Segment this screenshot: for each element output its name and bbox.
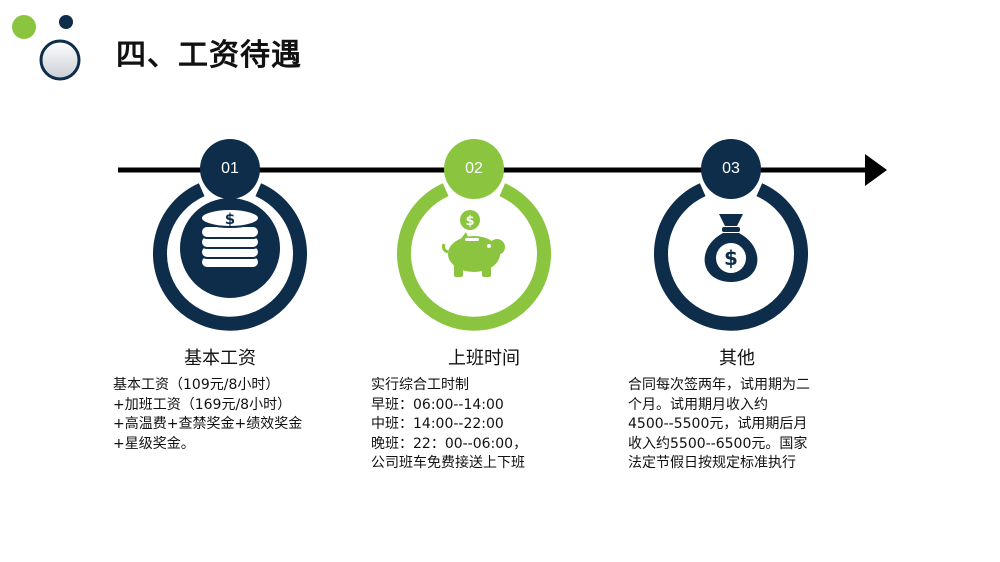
step-heading-2: 上班时间	[448, 348, 520, 369]
body-line: +高温费+查禁奖金+绩效奖金	[113, 416, 303, 432]
body-line: 收入约5500--6500元。国家	[628, 435, 808, 452]
body-line: 基本工资（109元/8小时）	[113, 377, 280, 393]
body-line: 合同每次签两年，试用期为二	[628, 377, 810, 393]
ring-3	[654, 183, 808, 331]
logo-circles	[12, 15, 81, 81]
step-body-1: 基本工资（109元/8小时） +加班工资（169元/8小时） +高温费+查禁奖金…	[113, 376, 302, 454]
money-bag-icon: $	[704, 214, 758, 282]
piggy-bank-icon: $	[442, 210, 505, 277]
coin-stack-icon: $	[200, 208, 260, 269]
body-line: 晚班：22：00--06:00，	[371, 435, 528, 452]
body-line: 公司班车免费接送上下班	[371, 455, 525, 471]
body-line: 早班：06:00--14:00	[371, 396, 504, 413]
body-line: 个月。试用期月收入约	[628, 396, 768, 413]
page-title: 四、工资待遇	[116, 38, 302, 73]
body-line: 法定节假日按规定标准执行	[628, 455, 796, 471]
step-heading-3: 其他	[719, 348, 755, 369]
step-number-2: 02	[444, 139, 504, 199]
timeline-arrowhead	[865, 154, 887, 186]
navy-dot	[59, 15, 73, 29]
body-line: 4500--5500元，试用期后月	[628, 416, 808, 432]
body-line: 中班：14:00--22:00	[371, 416, 504, 432]
ring-2	[397, 183, 551, 331]
green-dot	[12, 15, 36, 39]
body-line: +加班工资（169元/8小时）	[113, 396, 292, 413]
ring-dot	[39, 39, 81, 81]
step-body-3: 合同每次签两年，试用期为二 个月。试用期月收入约 4500--5500元，试用期…	[628, 376, 810, 474]
svg-text:$: $	[465, 214, 474, 229]
body-line: +星级奖金。	[113, 435, 195, 452]
svg-text:$: $	[724, 246, 738, 270]
step-heading-1: 基本工资	[184, 348, 256, 369]
step-number-3: 03	[701, 139, 761, 199]
step-body-2: 实行综合工时制 早班：06:00--14:00 中班：14:00--22:00 …	[371, 376, 527, 474]
ring-1	[153, 183, 307, 331]
svg-text:$: $	[225, 210, 235, 228]
body-line: 实行综合工时制	[371, 377, 469, 393]
step-number-1: 01	[200, 139, 260, 199]
